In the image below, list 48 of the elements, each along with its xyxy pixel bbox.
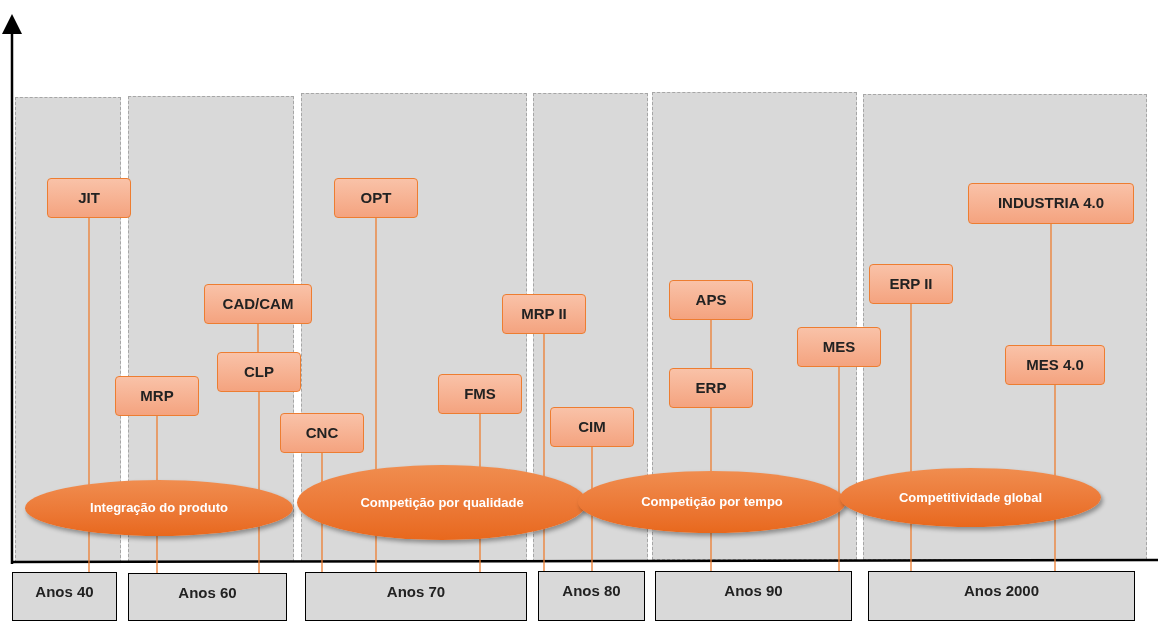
concept-box: MES 4.0 <box>1005 345 1105 385</box>
concept-box: CLP <box>217 352 301 392</box>
connector-line <box>591 446 593 490</box>
concept-box: CNC <box>280 413 364 453</box>
concept-box: JIT <box>47 178 131 218</box>
connector-line <box>88 530 90 573</box>
connector-line <box>258 525 260 574</box>
connector-line <box>838 366 840 494</box>
decade-box: Anos 60 <box>128 573 287 621</box>
connector-line <box>479 413 481 468</box>
decade-box: Anos 2000 <box>868 571 1135 621</box>
connector-line <box>910 303 912 473</box>
connector-line <box>710 407 712 473</box>
connector-line <box>479 537 481 573</box>
connector-line <box>257 323 259 353</box>
connector-line <box>710 319 712 369</box>
concept-box: OPT <box>334 178 418 218</box>
connector-line <box>1050 223 1052 346</box>
decade-box: Anos 80 <box>538 571 645 621</box>
concept-box: MRP II <box>502 294 586 334</box>
connector-line <box>543 333 545 478</box>
concept-box: MES <box>797 327 881 367</box>
connector-line <box>375 217 377 471</box>
connector-line <box>1054 384 1056 477</box>
concept-box: ERP II <box>869 264 953 304</box>
concept-box: CIM <box>550 407 634 447</box>
decade-box: Anos 90 <box>655 571 852 621</box>
connector-line <box>910 522 912 572</box>
connector-line <box>88 217 90 486</box>
concept-box: APS <box>669 280 753 320</box>
concept-box: ERP <box>669 368 753 408</box>
concept-box: FMS <box>438 374 522 414</box>
connector-line <box>258 391 260 491</box>
decade-box: Anos 40 <box>12 572 117 621</box>
connector-line <box>156 415 158 482</box>
decade-box: Anos 70 <box>305 572 527 621</box>
connector-line <box>375 534 377 573</box>
connector-line <box>591 514 593 572</box>
connector-line <box>156 534 158 574</box>
concept-box: CAD/CAM <box>204 284 312 324</box>
connector-line <box>321 452 323 484</box>
concept-box: INDUSTRIA 4.0 <box>968 183 1134 224</box>
concept-box: MRP <box>115 376 199 416</box>
connector-line <box>1054 518 1056 572</box>
connector-line <box>543 527 545 572</box>
connector-line <box>838 510 840 572</box>
connector-line <box>321 521 323 573</box>
connector-line <box>710 531 712 572</box>
